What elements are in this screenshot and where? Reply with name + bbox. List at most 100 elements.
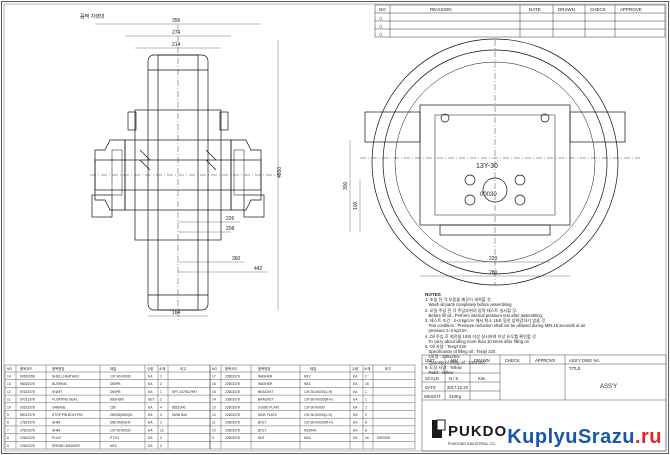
watermark-b: .ru — [634, 426, 662, 448]
bom-cell: 22602378 — [225, 382, 240, 386]
bom-cell: 2 — [160, 436, 162, 440]
bom-cell: D60PB — [110, 390, 121, 394]
watermark-a: KuplyuSrazu — [507, 426, 635, 448]
bom-cell: EA — [353, 413, 358, 417]
logo-sub: PUKDONG INDUSTRIAL CO. — [448, 442, 496, 446]
bom-cell: EA — [148, 405, 153, 409]
bom-hr-src: 소재 — [364, 366, 370, 371]
tb-unit-value: MM — [451, 358, 458, 363]
dim-300: 300 — [343, 181, 349, 190]
bom-cell: WASHER — [258, 375, 273, 379]
bom-h-name: 품목명칭 — [52, 366, 64, 371]
bom-cell: 15 — [212, 390, 216, 394]
bom-cell: 98320378 — [20, 382, 35, 386]
notes-line: Wash all parts completely before assembl… — [425, 302, 513, 308]
bom-cell: 5 — [7, 444, 9, 448]
bom-h-no: NO — [7, 367, 12, 371]
bom-cell: EA — [148, 428, 153, 432]
bom-cell: SHIM — [52, 421, 60, 425]
watermark: KuplyuSrazu.ru — [507, 426, 662, 449]
bom-cell: 12 — [160, 428, 164, 432]
bom-cell: SHAFT — [52, 390, 63, 394]
tb-approve-label: APPROVE — [535, 358, 555, 363]
bom-cell: 13Y-30-00030 — [110, 428, 131, 432]
bom-cell: 89012378 — [20, 413, 35, 417]
bom-cell: GREASE — [52, 405, 67, 409]
dim-274: 274 — [172, 30, 181, 36]
bom-cell: STOP PIN,BOLT,PIN — [52, 413, 83, 417]
bom-cell: 10 — [7, 405, 11, 409]
bom-cell: BOLT — [258, 421, 266, 425]
rev-header-no: NO — [379, 7, 386, 12]
side-code-label: 00030 — [480, 192, 497, 198]
bom-cell: PT1/4 — [110, 436, 119, 440]
bom-cell: BRACKET — [258, 390, 274, 394]
bom-cell: EA — [148, 382, 153, 386]
bom-h-code: 품목코드 — [20, 367, 32, 371]
bom-cell: EA — [353, 398, 358, 402]
notes-line: Oil 량 : 230±20cc — [425, 354, 461, 360]
bom-hr-code: 품목코드 — [225, 367, 237, 371]
bom-cell: M16 — [304, 436, 311, 440]
side-model-label: 13Y-30 — [476, 163, 498, 170]
bom-cell: 2 — [160, 444, 162, 448]
side-view — [360, 38, 640, 286]
bom-cell: 13Y-30-00030(L-H) — [304, 390, 332, 394]
bom-cell: SET — [148, 398, 154, 402]
notes-line: 5. Oil 사양 : Textyl 220 — [425, 344, 466, 350]
tb-assy-dwg-label: ASS'Y DWG No. — [569, 358, 600, 363]
bom-cell: EA — [353, 421, 358, 425]
notes-line: 2. 오일 주입 전 각 주입부위의 압력 테스트 실시할 것. — [425, 307, 518, 313]
bom-cell: 8 — [365, 421, 367, 425]
bom-cell: 13Y-30-00030(L-H) — [304, 413, 332, 417]
bom-cell: 22602378 — [225, 421, 240, 425]
bom-cell: 2 — [160, 398, 162, 402]
sheet-title: 꼼짝 지렛대 — [80, 13, 105, 20]
bom-cell: 16 — [212, 382, 216, 386]
dim-164: 164 — [172, 310, 181, 316]
bom-cell: 8 — [365, 428, 367, 432]
tb-weight-value: 310Kg — [449, 394, 462, 399]
dim-220: 220 — [489, 256, 498, 262]
notes-line: Test condition : Pressure reduction shal… — [425, 323, 586, 329]
notes-lines: 1. 조립 전 각 부품을 깨끗이 세척할 것. Wash all parts … — [425, 297, 670, 375]
bom-cell: 1 — [365, 398, 367, 402]
bom-cell: 22602378 — [225, 375, 240, 379]
bom-cell: EA — [353, 375, 358, 379]
bom-cell: M16 — [304, 382, 311, 386]
bom-cell: 2 — [365, 405, 367, 409]
bom-cell: EA — [148, 390, 153, 394]
bom-cell: 10 — [212, 428, 216, 432]
bom-cell: EA — [148, 436, 153, 440]
bom-cell: FLOATING SEAL — [52, 398, 78, 402]
bom-cell: EA — [353, 390, 358, 394]
tb-drawn-label: DRAWN — [474, 358, 490, 363]
rev-row-1: △ — [379, 15, 383, 20]
notes-block: NOTES 1. 조립 전 각 부품을 깨끗이 세척할 것. Wash all … — [425, 292, 670, 375]
bom-cell: EA — [353, 436, 358, 440]
bom-cell: 57021378 — [20, 398, 35, 402]
bom-cell: 2 — [160, 382, 162, 386]
bom-cell: 13Y-30-00030(R-H) — [304, 398, 333, 402]
bom-cell: WASHER — [258, 382, 273, 386]
bom-cell: 2 — [365, 413, 367, 417]
bom-cell: 8 — [7, 421, 9, 425]
bom-cell: BRACKET — [258, 398, 274, 402]
dim-226: 226 — [226, 216, 235, 222]
bom-cell: 2 — [365, 375, 367, 379]
bom-cell: BUSHING — [52, 382, 67, 386]
dim-208: 208 — [226, 226, 235, 232]
tb-scale-value: N / S — [449, 376, 459, 381]
bom-cell: EA — [353, 405, 358, 409]
bom-cell: 2 — [160, 421, 162, 425]
bom-cell: 16 — [365, 382, 369, 386]
bom-cell: 14 — [7, 375, 11, 379]
bom-cell: GUIDE PLATE — [258, 405, 280, 409]
front-section-view — [90, 25, 280, 320]
bom-h-rem: 비고 — [180, 366, 186, 371]
bom-cell: 17 — [212, 375, 216, 379]
bom-cell: 12 — [212, 413, 216, 417]
rev-header-drawn: DRAWN — [558, 7, 575, 12]
